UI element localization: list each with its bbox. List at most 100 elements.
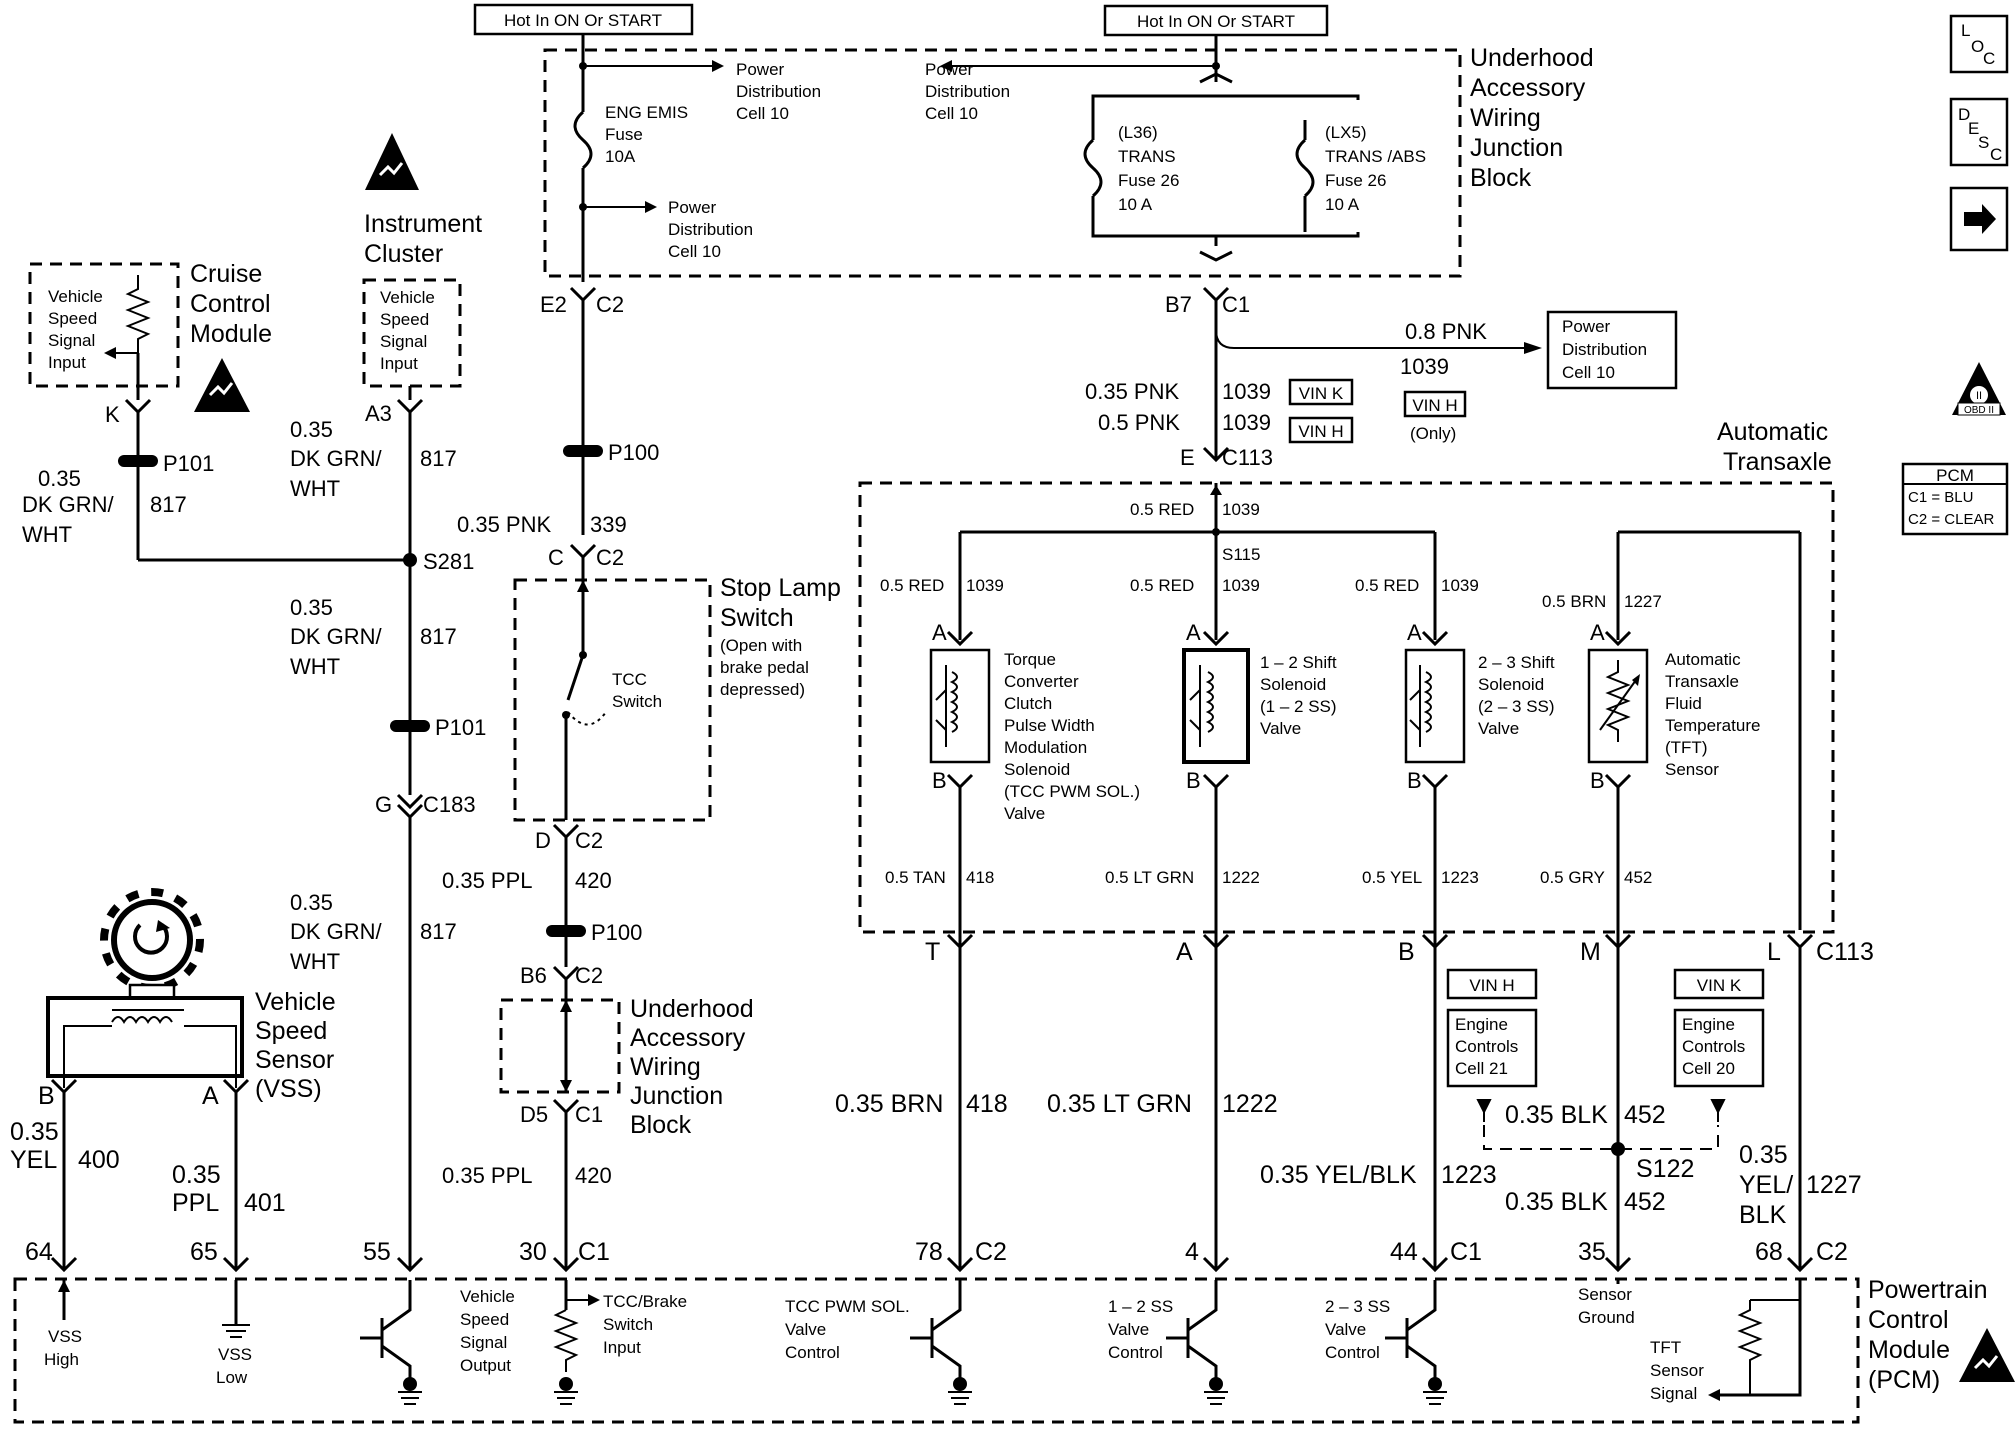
svg-text:PPL: PPL (172, 1189, 219, 1217)
svg-text:0.5 RED: 0.5 RED (1130, 576, 1194, 595)
svg-text:Solenoid: Solenoid (1004, 760, 1070, 779)
svg-text:Valve: Valve (1108, 1320, 1149, 1339)
svg-text:Valve: Valve (1260, 719, 1301, 738)
svg-text:Block: Block (1470, 164, 1532, 192)
svg-text:339: 339 (590, 512, 627, 537)
tft-signal-label: TFT Sensor Signal (1650, 1338, 1704, 1403)
vss-low-label: VSS Low (216, 1345, 252, 1387)
conn-p101-mid: P101 (435, 715, 486, 740)
svg-text:II: II (1976, 390, 1982, 402)
next-arrow-icon[interactable] (1949, 186, 2009, 252)
svg-text:Signal: Signal (460, 1333, 507, 1352)
trans-fuse-lx5-icon (1295, 138, 1315, 198)
svg-text:1222: 1222 (1222, 1090, 1278, 1118)
svg-text:D: D (1958, 105, 1970, 124)
splice-s281: S281 (423, 549, 474, 574)
svg-text:C2: C2 (575, 828, 603, 853)
svg-text:B: B (1590, 768, 1605, 793)
power-dist-1: Power Distribution Cell 10 (736, 60, 821, 123)
svg-text:Distribution: Distribution (736, 82, 821, 101)
desc-icon[interactable]: D E S C (1949, 97, 2009, 167)
loc-icon[interactable]: L O C (1949, 14, 2009, 74)
svg-text:0.5 TAN: 0.5 TAN (885, 868, 946, 887)
cruise-title: Cruise Control Module (190, 260, 272, 348)
uajb-title: Underhood Accessory Wiring Junction Bloc… (1470, 44, 1594, 192)
svg-text:Fuse: Fuse (605, 125, 643, 144)
conn-b7-c1: C1 (1222, 292, 1250, 317)
svg-text:452: 452 (1624, 1101, 1666, 1129)
power-dist-3: Power Distribution Cell 10 (925, 60, 1010, 123)
pcm-box (13, 1277, 1860, 1424)
conn-e2: E2 (540, 292, 567, 317)
svg-text:WHT: WHT (290, 949, 340, 974)
svg-text:Automatic: Automatic (1717, 418, 1828, 446)
at-title: Automatic Transaxle (1717, 418, 1832, 476)
svg-text:C2: C2 (1816, 1238, 1848, 1266)
tcc-switch-icon (566, 654, 585, 701)
svg-text:0.35 BLK: 0.35 BLK (1505, 1188, 1608, 1216)
svg-text:Vehicle: Vehicle (460, 1287, 515, 1306)
svg-text:78: 78 (915, 1238, 943, 1266)
svg-text:High: High (44, 1350, 79, 1369)
svg-text:Distribution: Distribution (1562, 340, 1647, 359)
svg-text:10A: 10A (605, 147, 636, 166)
svg-text:1039: 1039 (1222, 500, 1260, 519)
ic-box (362, 278, 462, 388)
pcm-pins: 64 65 55 30 C1 78 C2 4 44 C1 35 68 C2 (25, 1238, 1848, 1273)
svg-text:0.35: 0.35 (290, 890, 333, 915)
at-box (858, 481, 1835, 934)
svg-text:Block: Block (630, 1111, 692, 1139)
svg-text:0.35: 0.35 (10, 1118, 59, 1146)
svg-text:420: 420 (575, 868, 612, 893)
hot-label-left-text: Hot In ON Or START (504, 11, 662, 30)
svg-text:Module: Module (1868, 1336, 1950, 1364)
power-dist-4: Power Distribution Cell 10 (1546, 310, 1678, 390)
svg-text:C1: C1 (575, 1102, 603, 1127)
svg-text:1223: 1223 (1441, 1161, 1497, 1189)
svg-text:55: 55 (363, 1238, 391, 1266)
engine-controls-vin-k: VIN K Engine Controls Cell 20 (1673, 968, 1765, 1088)
svg-text:1039: 1039 (1222, 410, 1271, 435)
svg-text:PCM: PCM (1936, 466, 1974, 485)
p101-mid-inline-icon (390, 720, 430, 732)
conn-b7: B7 (1165, 292, 1192, 317)
vin-h-badge: VIN H (1288, 416, 1354, 444)
pcm-title: Powertrain Control Module (PCM) (1868, 1276, 1988, 1394)
svg-text:Transaxle: Transaxle (1723, 448, 1832, 476)
svg-text:DK GRN/: DK GRN/ (290, 624, 383, 649)
svg-text:Signal: Signal (1650, 1384, 1697, 1403)
svg-text:WHT: WHT (290, 654, 340, 679)
svg-text:Cell 10: Cell 10 (668, 242, 721, 261)
svg-text:400: 400 (78, 1146, 120, 1174)
conn-k: K (105, 402, 120, 427)
conn-b6: B6 (520, 963, 547, 988)
p100-inline-icon (563, 445, 603, 457)
svg-text:BLK: BLK (1739, 1201, 1787, 1229)
svg-text:VIN H: VIN H (1469, 976, 1514, 995)
svg-text:Valve: Valve (1325, 1320, 1366, 1339)
svg-text:brake pedal: brake pedal (720, 658, 809, 677)
svg-text:C1: C1 (578, 1238, 610, 1266)
eng-emis-fuse-icon (573, 110, 593, 170)
svg-text:68: 68 (1755, 1238, 1783, 1266)
conn-p100-top: P100 (608, 440, 659, 465)
svg-text:(L36): (L36) (1118, 123, 1158, 142)
svg-text:Sensor: Sensor (1578, 1285, 1632, 1304)
sensor-ground-label: Sensor Ground (1578, 1285, 1635, 1327)
svg-text:DK GRN/: DK GRN/ (290, 446, 383, 471)
svg-text:1039: 1039 (966, 576, 1004, 595)
tcc-solenoid-label: Torque Converter Clutch Pulse Width Modu… (1004, 650, 1140, 823)
conn-a3: A3 (365, 401, 392, 426)
svg-text:0.35 PNK: 0.35 PNK (1085, 379, 1179, 404)
svg-text:Transaxle: Transaxle (1665, 672, 1739, 691)
svg-text:ENG EMIS: ENG EMIS (605, 103, 688, 122)
svg-text:817: 817 (150, 492, 187, 517)
svg-text:A: A (1186, 620, 1201, 645)
vin-k-badge: VIN K (1288, 378, 1354, 406)
hot-label-right: Hot In ON Or START (1103, 4, 1329, 37)
svg-text:1039: 1039 (1222, 379, 1271, 404)
svg-text:0.35 LT GRN: 0.35 LT GRN (1047, 1090, 1192, 1118)
p100-lower-inline-icon (546, 925, 586, 937)
svg-text:0.5 YEL: 0.5 YEL (1362, 868, 1422, 887)
svg-text:Input: Input (48, 353, 86, 372)
